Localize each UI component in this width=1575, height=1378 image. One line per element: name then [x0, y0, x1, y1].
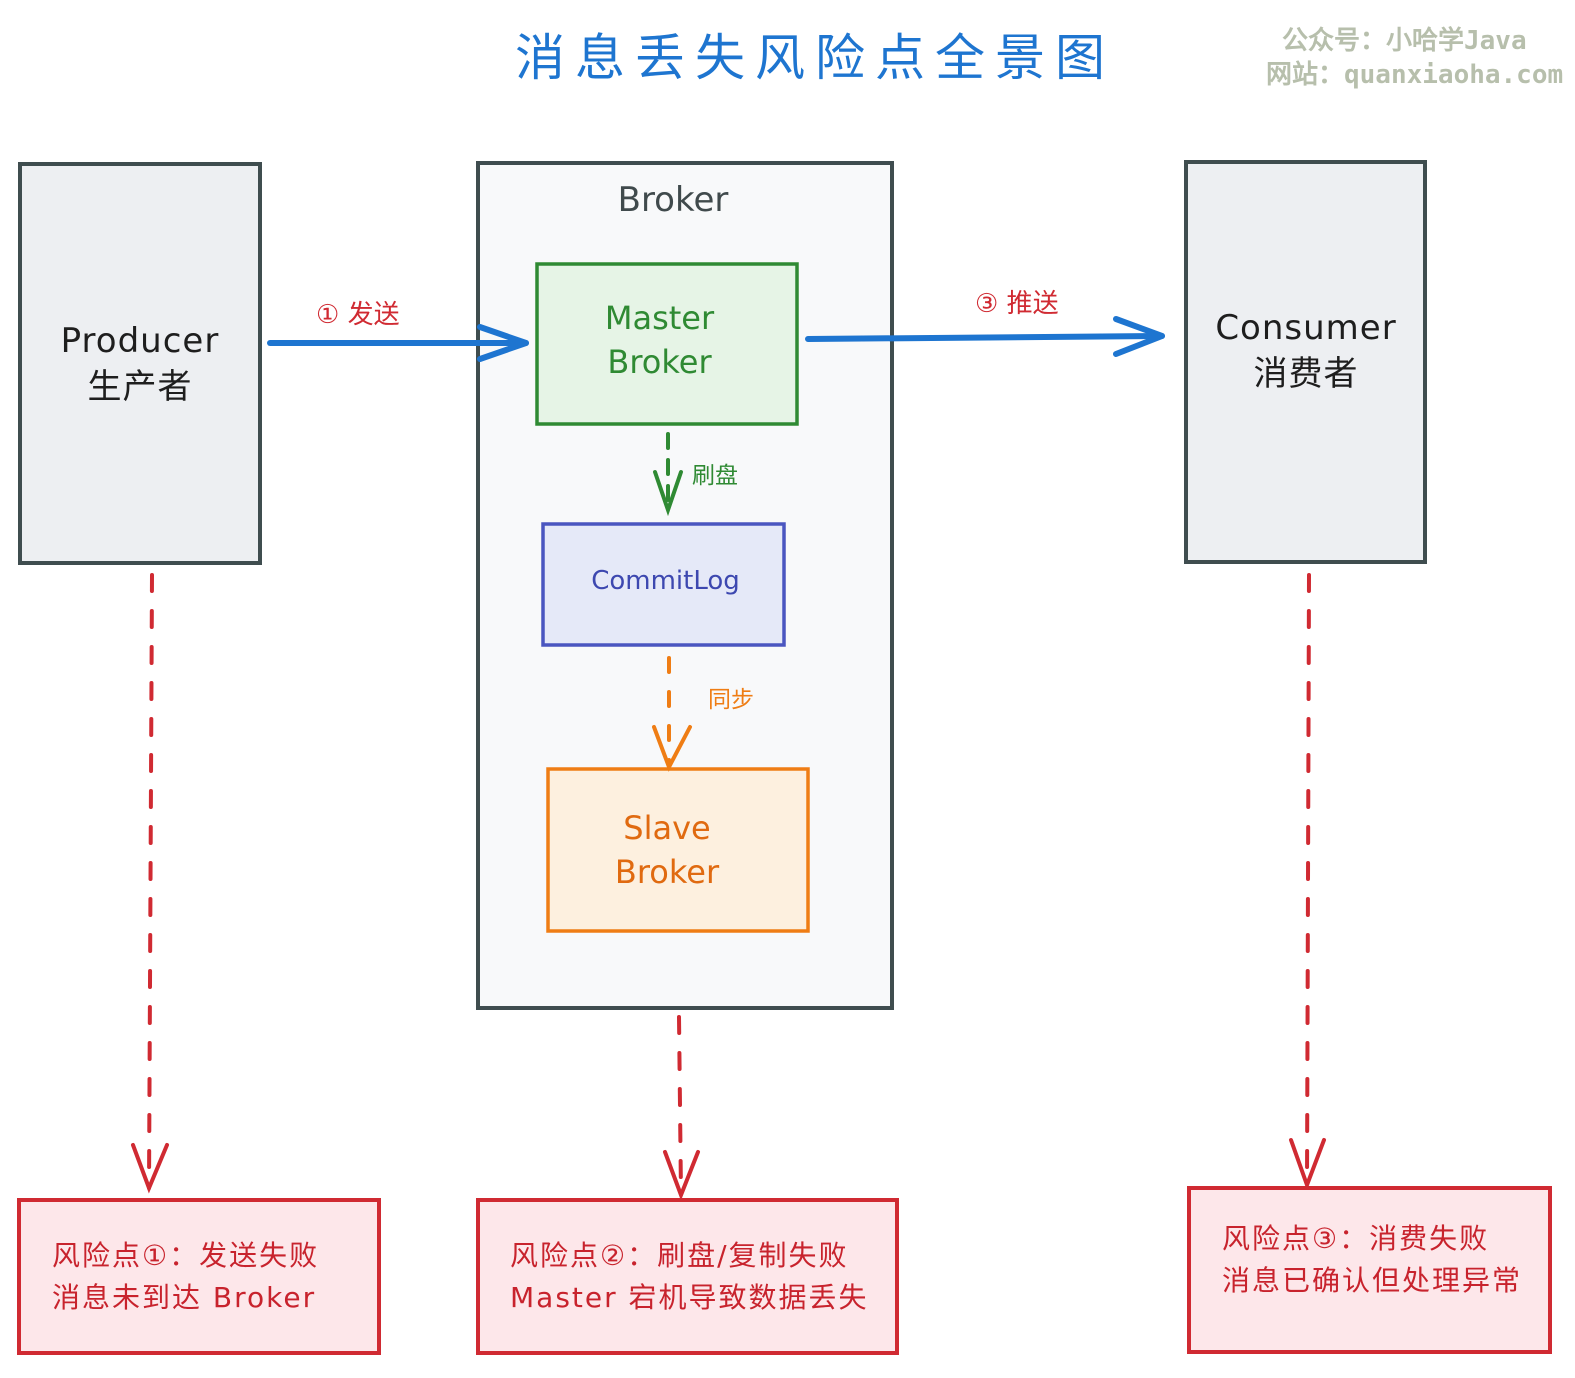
- master-line2: Broker: [607, 343, 712, 381]
- flush-edge-label: 刷盘: [692, 463, 738, 489]
- slave-broker-node[interactable]: [546, 767, 810, 933]
- consumer-node[interactable]: [1184, 160, 1427, 564]
- producer-name-zh: 生产者: [87, 367, 193, 407]
- risk-1-text: 风险点①：发送失败 消息未到达 Broker: [52, 1235, 319, 1319]
- producer-node[interactable]: [18, 162, 262, 565]
- broker-title: Broker: [617, 180, 729, 220]
- risk-1-desc: 消息未到达 Broker: [52, 1281, 317, 1314]
- risk-arrow-consumer: [1289, 573, 1326, 1191]
- risk-3-text: 风险点③：消费失败 消息已确认但处理异常: [1222, 1218, 1522, 1302]
- risk-box-3[interactable]: [1187, 1186, 1552, 1354]
- risk-box-1[interactable]: [17, 1198, 381, 1355]
- consumer-label: Consumer 消费者: [1186, 305, 1426, 397]
- slave-line1: Slave: [623, 809, 711, 847]
- flush-arrow: [653, 432, 683, 517]
- push-arrow: [805, 316, 1165, 357]
- commitlog-label: CommitLog: [591, 566, 740, 596]
- consumer-name-zh: 消费者: [1253, 354, 1359, 394]
- risk-3-title: 风险点③：消费失败: [1222, 1222, 1490, 1255]
- watermark-website: 网站：quanxiaoha.com: [1266, 60, 1564, 90]
- slave-line2: Broker: [614, 853, 720, 891]
- sync-arrow: [652, 656, 692, 772]
- producer-name: Producer: [60, 321, 220, 361]
- master-broker-node[interactable]: [535, 262, 799, 426]
- send-edge-label: ① 发送: [316, 300, 400, 330]
- master-line1: Master: [604, 299, 715, 337]
- consumer-name: Consumer: [1215, 308, 1397, 348]
- risk-arrow-broker: [663, 1015, 700, 1201]
- risk-arrow-producer: [131, 573, 169, 1194]
- risk-2-text: 风险点②：刷盘/复制失败 Master 宕机导致数据丢失: [510, 1235, 869, 1319]
- page-title: 消息丢失风险点全景图: [515, 29, 1115, 87]
- commitlog-node[interactable]: [541, 522, 786, 647]
- slave-broker-label: Slave Broker: [548, 806, 786, 894]
- risk-2-desc: Master 宕机导致数据丢失: [510, 1281, 869, 1314]
- master-broker-label: Master Broker: [537, 296, 782, 384]
- send-arrow: [267, 324, 529, 362]
- risk-2-title: 风险点②：刷盘/复制失败: [510, 1239, 849, 1272]
- risk-box-2[interactable]: [476, 1198, 899, 1355]
- push-edge-label: ③ 推送: [975, 289, 1059, 319]
- producer-label: Producer 生产者: [20, 318, 260, 410]
- risk-1-title: 风险点①：发送失败: [52, 1239, 320, 1272]
- watermark-wechat: 公众号：小哈学Java: [1282, 26, 1527, 56]
- risk-3-desc: 消息已确认但处理异常: [1222, 1264, 1523, 1297]
- sync-edge-label: 同步: [708, 687, 754, 713]
